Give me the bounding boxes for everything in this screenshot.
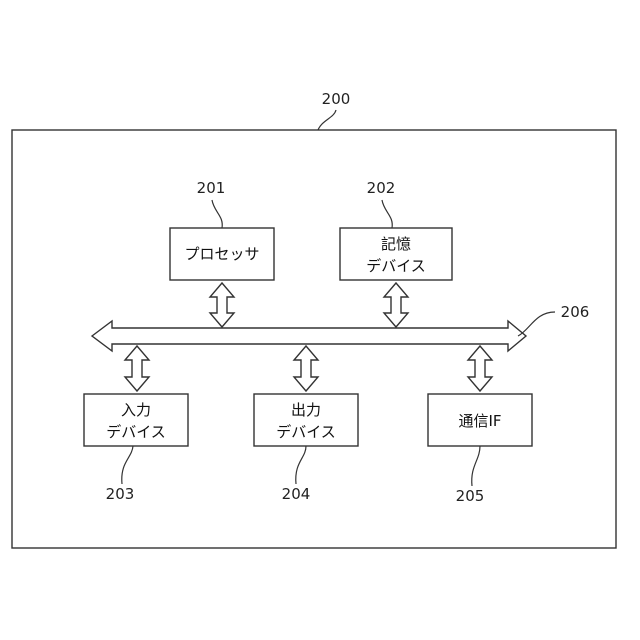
processor-ref-label: 201 <box>197 179 226 197</box>
comm-bus-arrow <box>468 346 492 391</box>
processor-label: プロセッサ <box>184 245 259 263</box>
bus-double-arrow <box>92 321 526 351</box>
storage-ref-label: 202 <box>367 179 396 197</box>
input-block: 入力 デバイス <box>84 394 188 446</box>
processor-bus-arrow <box>210 283 234 327</box>
storage-leader-line <box>382 200 392 228</box>
output-label-line2: デバイス <box>276 423 336 441</box>
output-leader-line <box>296 446 306 484</box>
output-block: 出力 デバイス <box>254 394 358 446</box>
storage-label-line2: デバイス <box>366 257 426 275</box>
processor-block: プロセッサ <box>170 228 274 280</box>
system-ref-label: 200 <box>322 90 351 108</box>
processor-leader-line <box>212 200 222 228</box>
storage-block: 記憶 デバイス <box>340 228 452 280</box>
storage-bus-arrow <box>384 283 408 327</box>
input-label-line1: 入力 <box>121 401 151 419</box>
comm-leader-line <box>472 446 480 486</box>
output-bus-arrow <box>294 346 318 391</box>
storage-label-line1: 記憶 <box>381 235 411 253</box>
input-leader-line <box>122 446 133 484</box>
bus-ref-label: 206 <box>561 303 590 321</box>
input-label-line2: デバイス <box>106 423 166 441</box>
input-bus-arrow <box>125 346 149 391</box>
output-ref-label: 204 <box>282 485 311 503</box>
comm-block: 通信IF <box>428 394 532 446</box>
output-label-line1: 出力 <box>291 401 321 419</box>
system-leader-line <box>318 110 336 130</box>
input-ref-label: 203 <box>106 485 135 503</box>
comm-label: 通信IF <box>458 412 501 430</box>
bus-leader-line <box>518 312 555 336</box>
comm-ref-label: 205 <box>456 487 485 505</box>
